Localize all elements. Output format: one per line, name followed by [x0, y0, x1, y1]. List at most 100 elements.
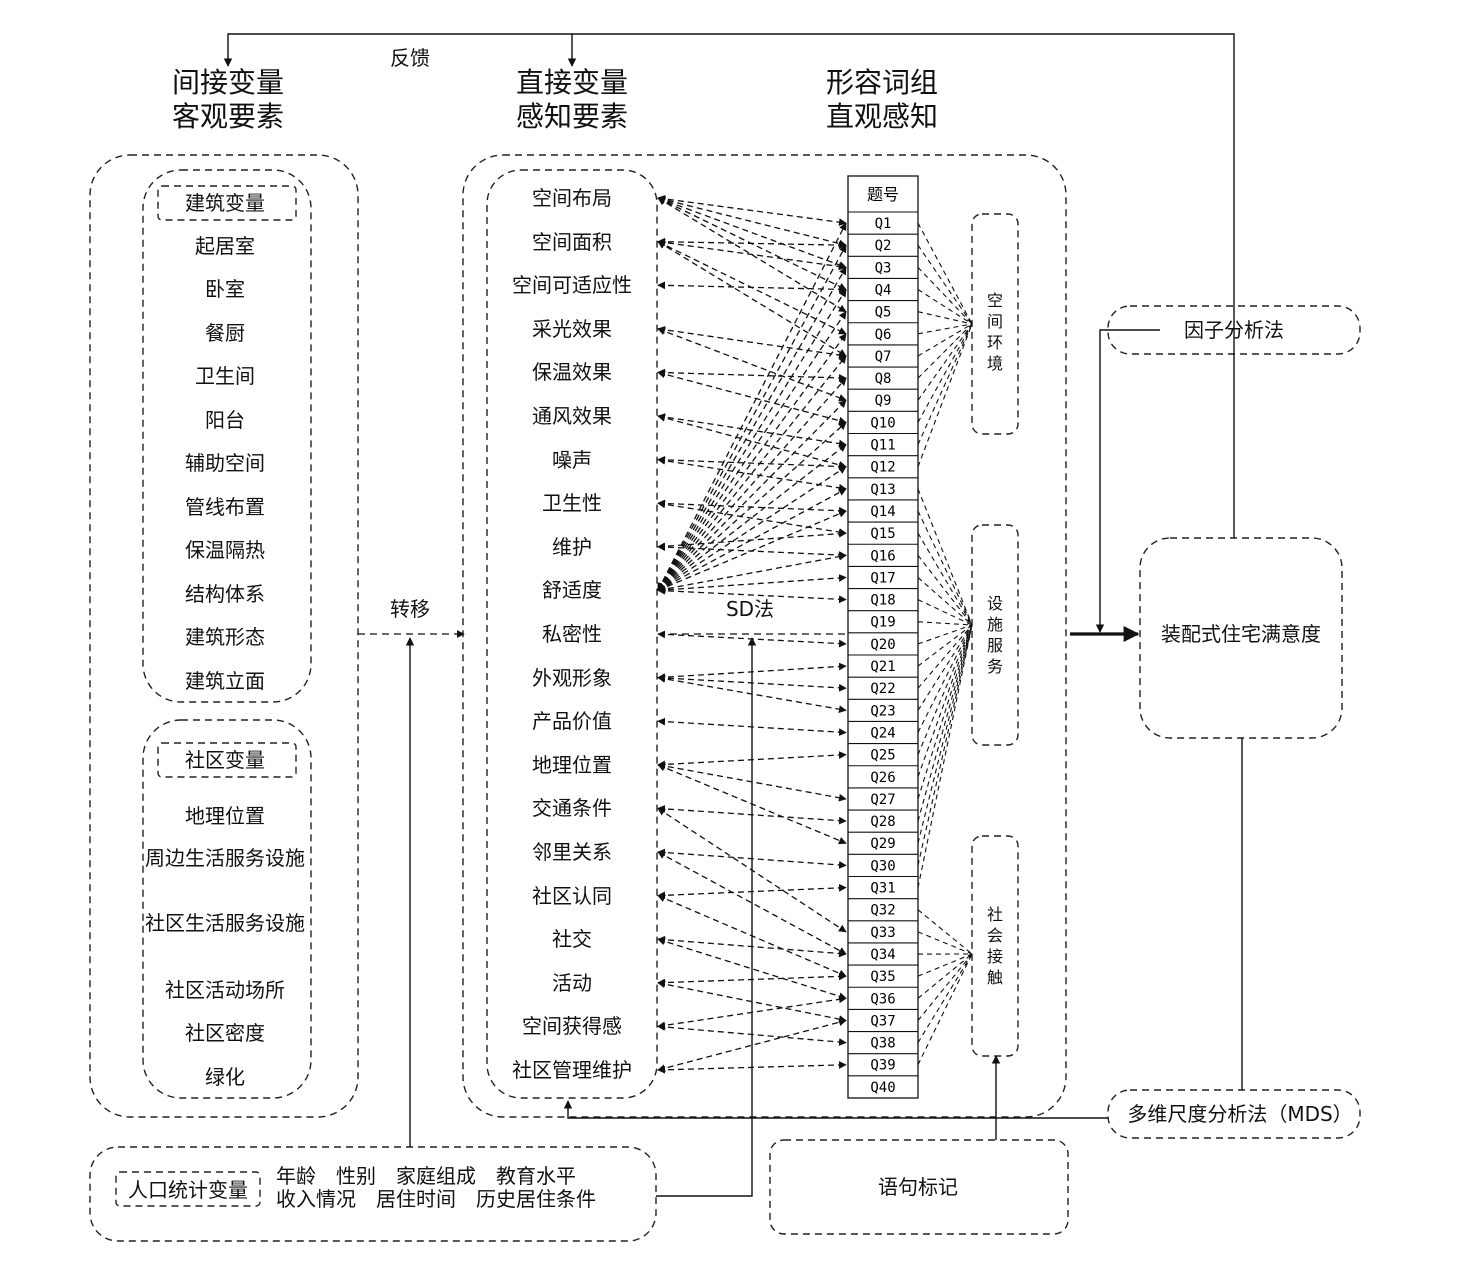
perception-item: 社区认同: [532, 883, 612, 908]
question-cell: Q32: [870, 903, 895, 919]
question-category-link: [917, 323, 973, 401]
building-item: 建筑形态: [185, 625, 265, 649]
question-cell: Q11: [870, 438, 895, 454]
category-frame-facility: [971, 524, 1019, 746]
community-item: 地理位置: [185, 804, 265, 828]
question-cell: Q38: [870, 1036, 895, 1052]
perception-item: 外观形象: [532, 665, 612, 690]
sd-method-label: SD法: [725, 597, 775, 621]
direct-heading: 直接变量 感知要素: [516, 66, 628, 134]
building-group-frame: [142, 169, 312, 703]
perception-item: 社交: [552, 927, 592, 952]
question-category-link: [917, 624, 973, 733]
perception-item: 舒适度: [542, 578, 602, 603]
category-label-space: 空间环境: [986, 291, 1003, 373]
perception-item: 采光效果: [532, 316, 612, 341]
question-cell: Q10: [870, 415, 895, 431]
perception-question-link: [657, 444, 847, 591]
perception-question-link: [657, 421, 847, 591]
question-category-link: [917, 953, 973, 977]
question-category-link: [917, 488, 973, 626]
perception-question-link: [657, 552, 847, 593]
perception-question-link: [657, 355, 847, 592]
perception-item: 地理位置: [532, 752, 612, 777]
question-cell: Q33: [870, 925, 895, 941]
question-category-link: [917, 266, 973, 325]
question-category-link: [917, 624, 973, 888]
question-category-link: [917, 953, 973, 1043]
building-item: 辅助空间: [185, 451, 265, 475]
perception-item: 空间布局: [532, 186, 612, 210]
perception-item: 卫生性: [542, 491, 602, 516]
question-category-link: [917, 953, 973, 1066]
factor-analysis-label: 因子分析法: [1184, 318, 1284, 342]
community-item: 周边生活服务设施: [145, 846, 305, 870]
perception-item: 空间获得感: [522, 1014, 622, 1039]
perception-question-link: [657, 851, 847, 955]
question-category-link: [917, 953, 973, 999]
question-cell: Q12: [870, 460, 895, 476]
perception-question-link: [657, 238, 847, 271]
perception-question-link: [657, 237, 847, 249]
question-cell: Q9: [875, 393, 892, 409]
question-category-link: [917, 311, 973, 325]
community-item: 绿化: [205, 1065, 245, 1089]
question-category-link: [917, 624, 973, 844]
question-cell: Q30: [870, 858, 895, 874]
perception-item: 邻里关系: [532, 840, 612, 864]
perception-question-link: [657, 311, 847, 592]
indirect-heading: 间接变量 客观要素: [172, 66, 284, 134]
demographics-line1: 年龄 性别 家庭组成 教育水平: [276, 1164, 576, 1188]
question-category-link: [917, 323, 973, 379]
transfer-label: 转移: [390, 597, 430, 621]
demographics-line2: 收入情况 居住时间 历史居住条件: [276, 1187, 596, 1211]
question-table-border: [847, 175, 919, 1099]
adjective-heading: 形容词组 直观感知: [826, 66, 938, 134]
demographics-frame: [89, 1146, 657, 1242]
perception-item: 通风效果: [532, 404, 612, 428]
perception-question-link: [657, 510, 847, 592]
question-category-link: [917, 624, 973, 645]
question-table: 题号Q1Q2Q3Q4Q5Q6Q7Q8Q9Q10Q11Q12Q13Q14Q15Q1…: [847, 175, 919, 1099]
building-item: 起居室: [195, 234, 255, 258]
satisfaction-label: 装配式住宅满意度: [1161, 622, 1321, 646]
category-label-social: 社会接触: [986, 905, 1003, 987]
question-category-link: [917, 624, 973, 711]
question-category-link: [917, 624, 973, 800]
question-cell: Q40: [870, 1080, 895, 1096]
question-category-link: [917, 510, 973, 626]
question-category-link: [917, 323, 973, 467]
community-group-frame: [142, 719, 312, 1099]
community-item: 社区生活服务设施: [145, 911, 305, 935]
question-cell: Q14: [870, 504, 895, 520]
question-cell: Q6: [875, 327, 892, 343]
perception-question-link: [657, 333, 847, 592]
perception-question-link: [657, 244, 847, 592]
question-category-link: [917, 554, 973, 626]
question-category-link: [917, 323, 973, 357]
perception-question-link: [657, 574, 847, 594]
question-cell: Q22: [870, 681, 895, 697]
mds-to-direct-arrow: [563, 1100, 1108, 1119]
question-cell: Q1: [875, 216, 892, 232]
community-group-title: 社区变量: [185, 748, 265, 772]
question-table-header: 题号: [867, 185, 899, 204]
building-item: 餐厨: [205, 321, 245, 345]
building-item: 结构体系: [185, 582, 265, 606]
perception-item: 活动: [552, 970, 592, 995]
question-category-link: [917, 931, 973, 955]
question-cell: Q35: [870, 969, 895, 985]
question-cell: Q13: [870, 482, 895, 498]
question-category-link: [917, 222, 973, 325]
building-item: 卧室: [205, 277, 245, 301]
community-item: 社区活动场所: [165, 978, 285, 1002]
building-item: 建筑立面: [185, 669, 265, 693]
question-cell: Q26: [870, 770, 895, 786]
question-cell: Q28: [870, 814, 895, 830]
question-category-link: [917, 909, 973, 955]
question-cell: Q23: [870, 703, 895, 719]
question-cell: Q39: [870, 1058, 895, 1074]
question-cell: Q37: [870, 1013, 895, 1029]
perception-item: 产品价值: [532, 709, 612, 734]
perception-item: 噪声: [552, 447, 592, 472]
